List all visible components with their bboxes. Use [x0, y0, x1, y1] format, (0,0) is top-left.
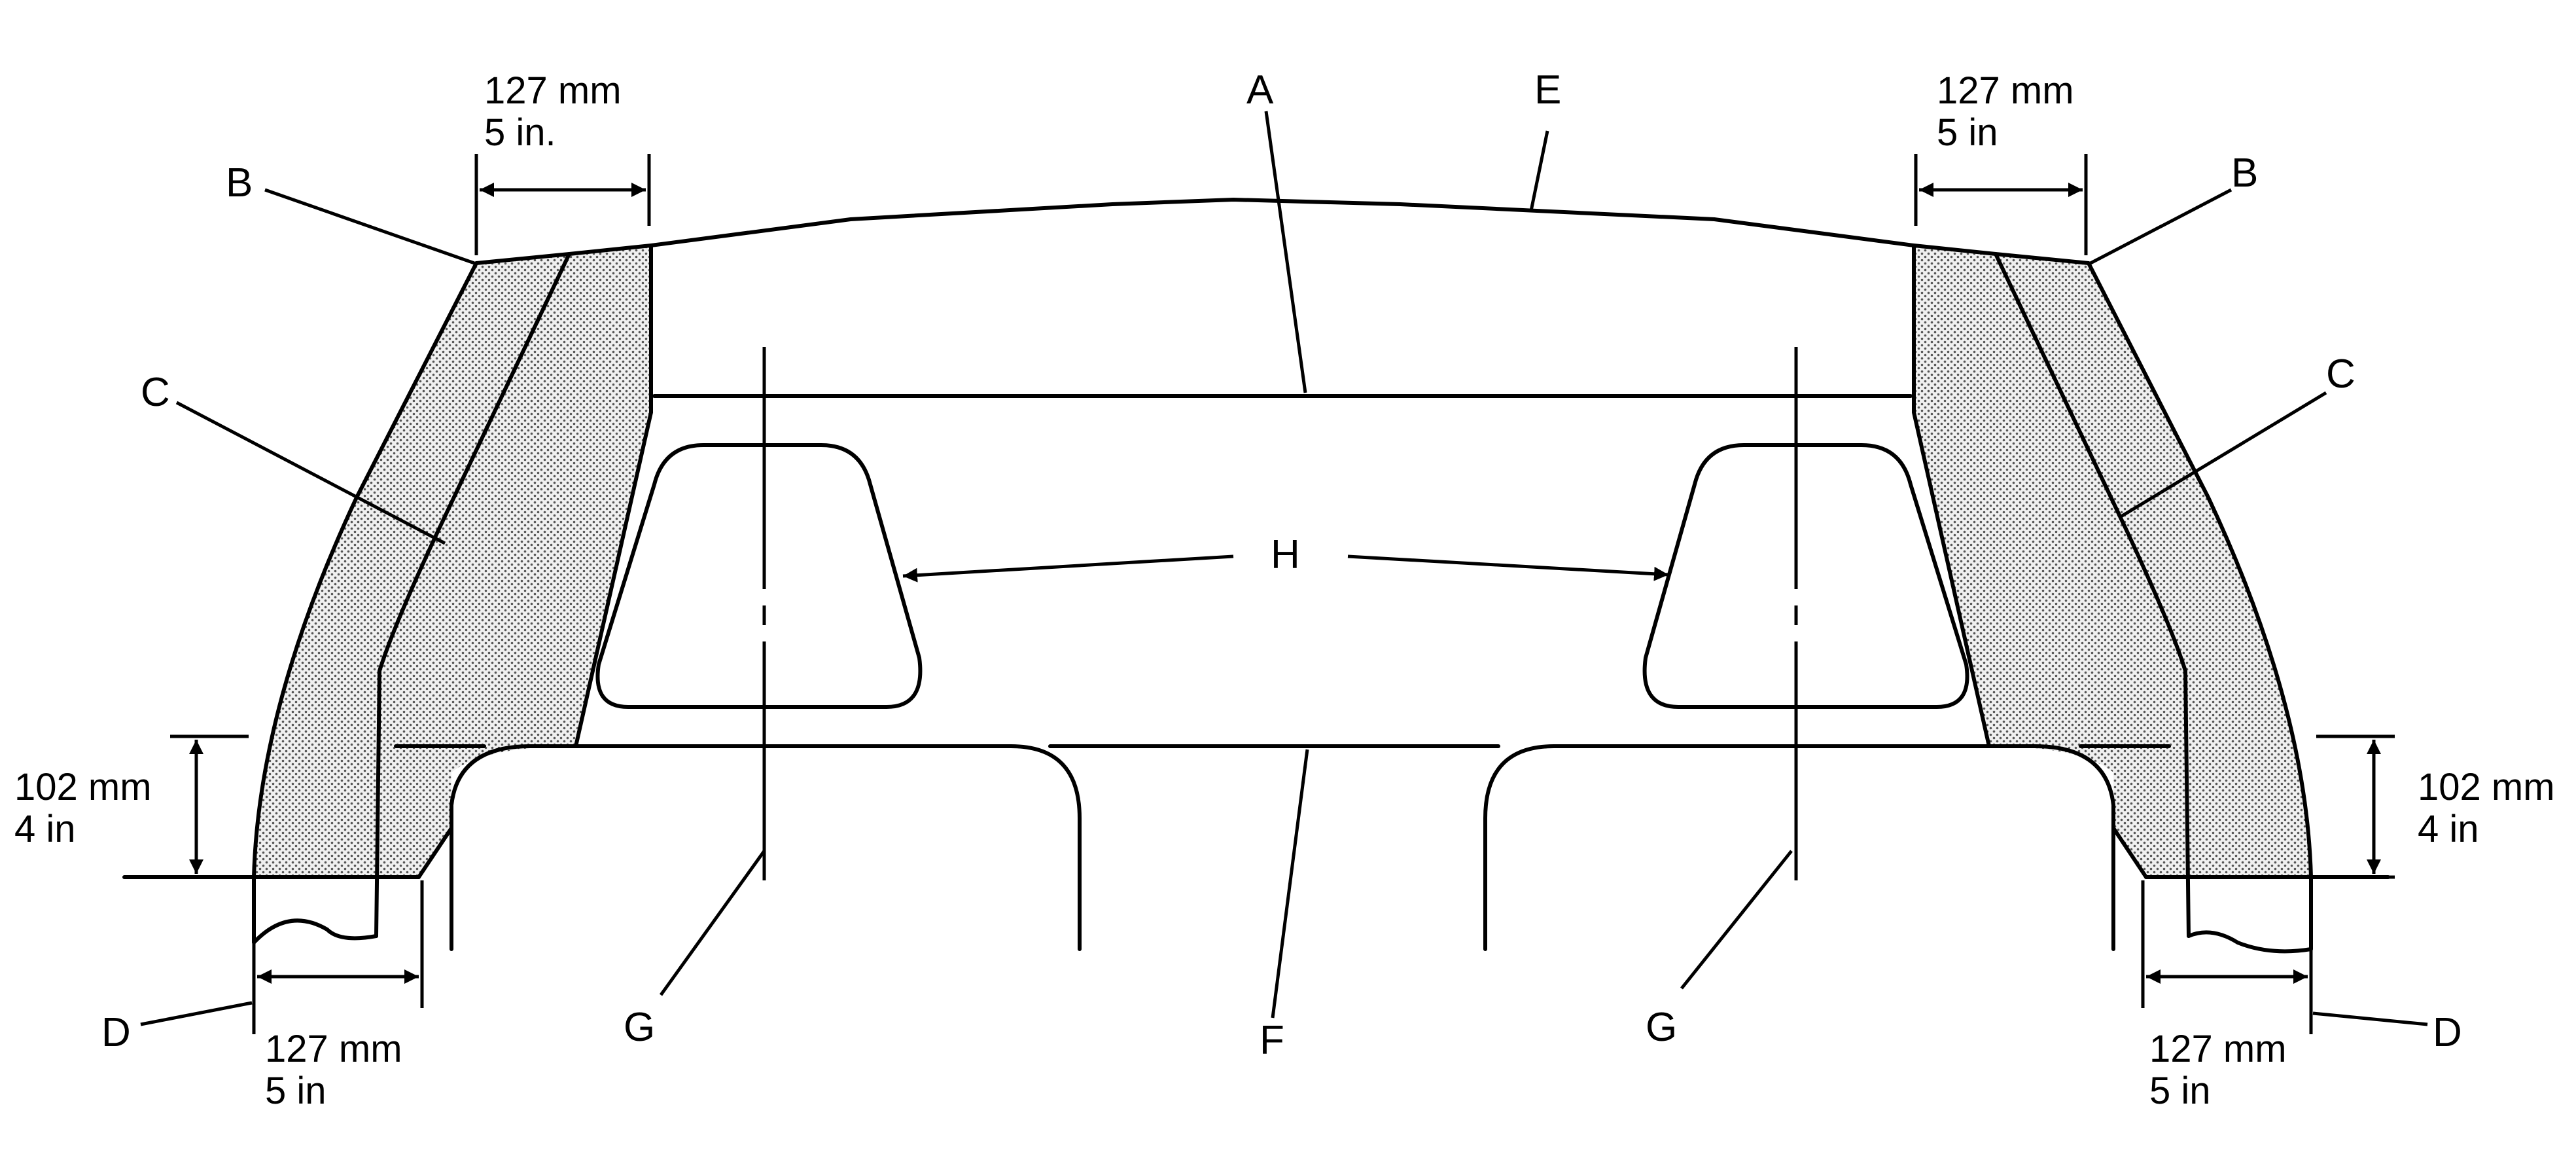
- left-bottom-notch: [417, 826, 453, 879]
- callout-b-left: B: [226, 160, 253, 206]
- leader-b-right: [2089, 188, 2232, 265]
- dim-bottom-left-mm: 127 mm: [265, 1028, 402, 1070]
- left-outer-edge: [252, 261, 478, 879]
- leader-c-right: [2119, 391, 2327, 519]
- right-lower-box: [1483, 744, 2115, 951]
- leader-b-left: [264, 188, 475, 265]
- leader-c-left: [175, 401, 446, 545]
- leader-d-right: [2312, 1011, 2428, 1026]
- dim-top-left-mm: 127 mm: [484, 69, 622, 112]
- left-inner-stripe-edge: [374, 252, 571, 938]
- leader-e: [1529, 130, 1549, 211]
- callout-c-right: C: [2326, 352, 2355, 397]
- dim-top-left-in: 5 in.: [484, 111, 556, 154]
- dim-side-left-mm: 102 mm: [14, 766, 152, 808]
- callout-g-right: G: [1646, 1005, 1677, 1050]
- dim-bottom-right-mm: 127 mm: [2149, 1028, 2287, 1070]
- right-inner-stripe-edge: [1994, 252, 2191, 938]
- shaded-region-left-outer: [254, 254, 569, 877]
- right-outer-edge: [2087, 261, 2313, 879]
- right-opening: [1642, 443, 1969, 709]
- callout-f: F: [1260, 1018, 1284, 1063]
- leader-g-right: [1680, 850, 1793, 990]
- callout-b-right: B: [2231, 151, 2258, 196]
- callout-h: H: [1271, 532, 1300, 577]
- dim-top-right-in: 5 in: [1937, 111, 1998, 154]
- right-wavy-cut: [2187, 875, 2313, 954]
- callout-c-left: C: [141, 370, 170, 415]
- left-opening: [595, 443, 923, 709]
- callout-d-left: D: [101, 1010, 131, 1055]
- dim-bottom-right-in: 5 in: [2149, 1070, 2211, 1112]
- dim-top-right-mm: 127 mm: [1937, 69, 2074, 112]
- left-wavy-cut: [252, 875, 378, 945]
- dim-side-right-mm: 102 mm: [2418, 766, 2555, 808]
- dim-side-right-in: 4 in: [2418, 808, 2479, 850]
- leader-a: [1264, 111, 1307, 393]
- callout-a: A: [1246, 67, 1274, 113]
- leader-h-right: [1347, 554, 1669, 581]
- dim-side-left-in: 4 in: [14, 808, 76, 850]
- leader-d-left: [140, 1001, 253, 1026]
- leader-h-left: [902, 554, 1234, 583]
- callout-e: E: [1534, 67, 1561, 113]
- top-edge: [474, 198, 2091, 265]
- leader-f: [1271, 749, 1309, 1019]
- shaded-region-right-inner: [1914, 245, 2189, 877]
- leader-g-left: [659, 850, 766, 996]
- dim-bottom-left-in: 5 in: [265, 1070, 326, 1112]
- shaded-region-right-outer: [1996, 254, 2311, 877]
- shaded-region-left-inner: [376, 245, 651, 877]
- left-lower-box: [450, 744, 1082, 951]
- callout-g-left: G: [624, 1005, 655, 1050]
- right-bottom-notch: [2111, 826, 2148, 879]
- left-diagonal-edge: [574, 410, 653, 748]
- callout-d-right: D: [2433, 1010, 2462, 1055]
- right-diagonal-edge: [1912, 410, 1991, 748]
